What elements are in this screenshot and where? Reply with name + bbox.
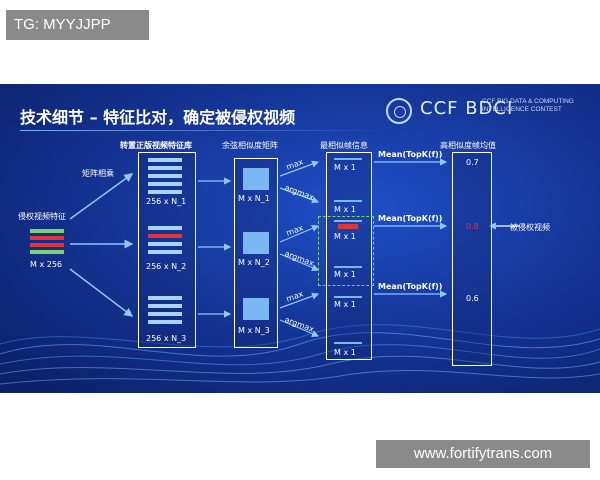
cosine-dim-2: M x N_2 [238, 258, 270, 267]
lib-bar-highlight [148, 234, 182, 238]
lib-bar [148, 190, 182, 194]
frame-tick [334, 200, 362, 202]
cosine-block-2 [243, 232, 269, 254]
slide-image: 技术细节 – 特征比对，确定被侵权视频 CCF BDCI CCF BIG DAT… [0, 84, 600, 393]
frame-highlight [338, 224, 358, 229]
input-bar-1 [30, 229, 64, 233]
mean-label-1: Mean(TopK(f)) [378, 150, 443, 159]
frame-dim: M x 1 [334, 348, 356, 357]
lib-bar [148, 242, 182, 246]
matmul-label: 矩阵相乘 [82, 169, 114, 178]
cosine-block-1 [243, 168, 269, 190]
match-highlight-box [318, 216, 374, 286]
logo-subtitle: CCF BIG DATA & COMPUTING INTELLIGENCE CO… [482, 98, 600, 114]
title-underline [20, 130, 392, 131]
cosine-dim-1: M x N_1 [238, 194, 270, 203]
score-3: 0.6 [466, 294, 479, 303]
frame-tick [334, 266, 362, 268]
frame-info-box [326, 152, 372, 360]
logo-sub-line1: CCF BIG DATA & COMPUTING [482, 98, 574, 105]
lib-bar [148, 182, 182, 186]
frame-tick [334, 220, 362, 222]
input-bar-2 [30, 236, 64, 240]
flow-arrows [69, 158, 520, 337]
lib-bar [148, 158, 182, 162]
lib-bar [148, 250, 182, 254]
lib-bar [148, 166, 182, 170]
ccf-logo-icon [386, 98, 412, 124]
library-dim-2: 256 x N_2 [146, 262, 187, 271]
score-header: 高相似度帧均值 [440, 141, 496, 150]
frame-dim: M x 1 [334, 163, 356, 172]
score-2: 0.8 [466, 222, 479, 231]
cosine-dim-3: M x N_3 [238, 326, 270, 335]
infringed-label: 被侵权视频 [510, 223, 550, 232]
input-dim: M x 256 [30, 260, 62, 269]
lib-bar [148, 312, 182, 316]
score-1: 0.7 [466, 158, 479, 167]
frame-tick [334, 158, 362, 160]
watermark: www.fortifytrans.com [376, 440, 590, 468]
frame-dim: M x 1 [334, 300, 356, 309]
frame-dim: M x 1 [334, 270, 356, 279]
mean-label-2: Mean(TopK(f)) [378, 214, 443, 223]
lib-bar [148, 174, 182, 178]
lib-bar [148, 296, 182, 300]
frame-info-label: 最相似帧信息 [320, 141, 368, 150]
cosine-label: 余弦相似度矩阵 [222, 141, 278, 150]
score-box [452, 152, 492, 366]
slide-title: 技术细节 – 特征比对，确定被侵权视频 [20, 108, 296, 127]
frame-dim: M x 1 [334, 232, 356, 241]
library-label: 转置正版视频特征库 [120, 141, 192, 150]
wave-decoration [0, 324, 600, 385]
frame-dim: M x 1 [334, 205, 356, 214]
channel-tag: TG: MYYJJPP [6, 10, 149, 40]
input-label: 侵权视频特征 [18, 212, 66, 221]
frame-tick [334, 342, 362, 344]
logo-text: CCF BDCI [420, 98, 514, 119]
library-dim-3: 256 x N_3 [146, 334, 187, 343]
cosine-block-3 [243, 298, 269, 320]
mean-label-3: Mean(TopK(f)) [378, 282, 443, 291]
frame-tick [334, 296, 362, 298]
lib-bar [148, 320, 182, 324]
library-dim-1: 256 x N_1 [146, 197, 187, 206]
logo-sub-line2: INTELLIGENCE CONTEST [482, 106, 562, 113]
lib-bar [148, 226, 182, 230]
input-bar-4 [30, 250, 64, 254]
input-bar-3 [30, 243, 64, 247]
lib-bar [148, 304, 182, 308]
